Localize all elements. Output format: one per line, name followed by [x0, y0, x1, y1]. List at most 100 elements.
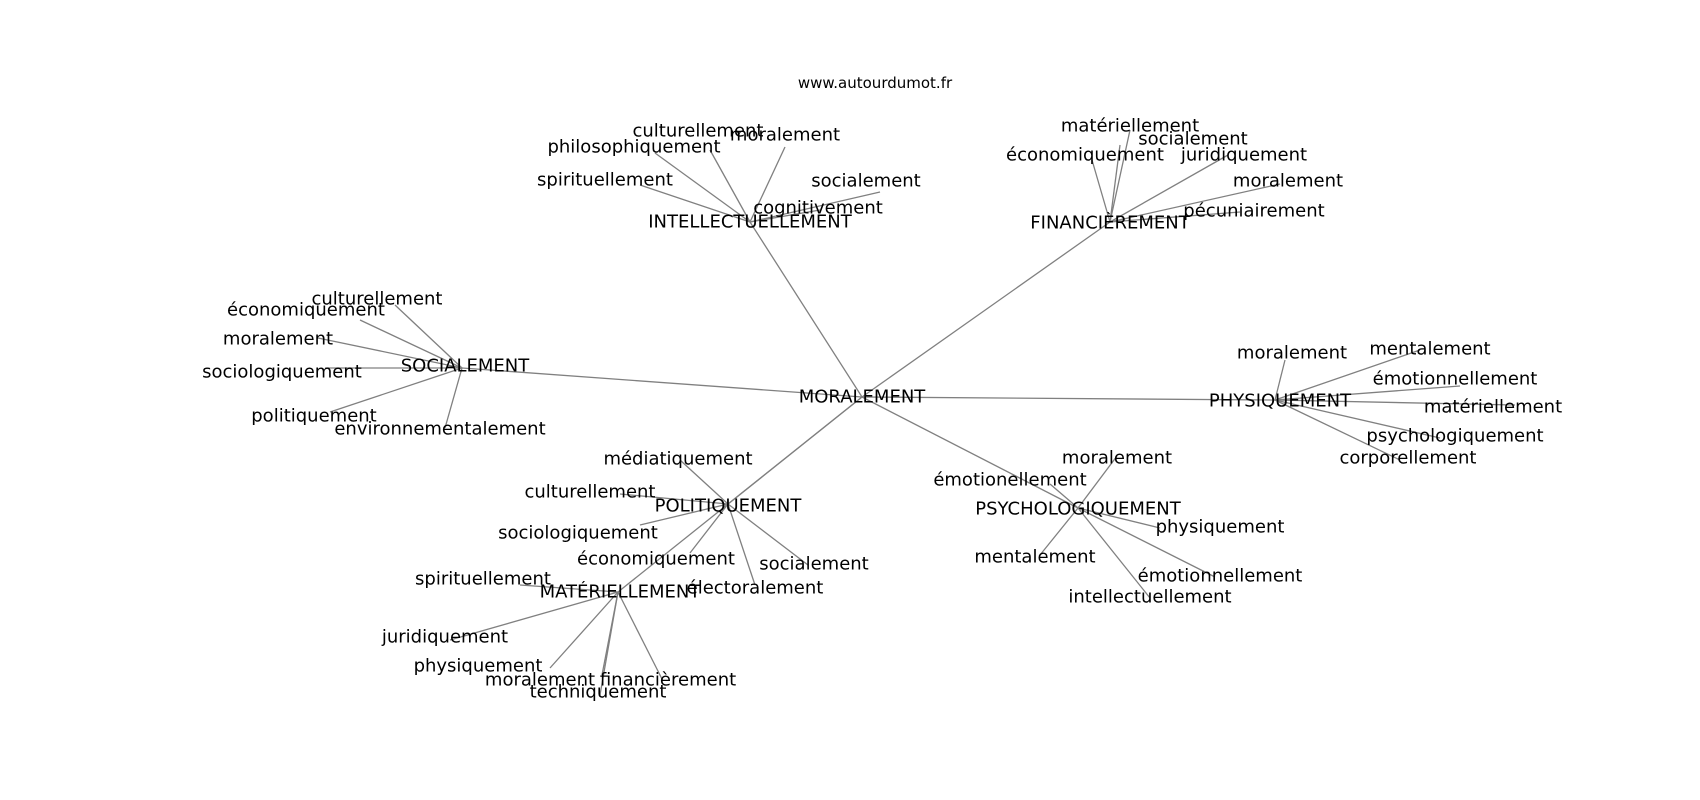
edge-hub-child [1077, 455, 1118, 509]
child-node-label: environnementalement [334, 419, 545, 440]
child-node-label: spirituellement [537, 170, 673, 191]
child-node-label: émotionellement [933, 470, 1086, 491]
child-node-label: socialement [1138, 129, 1247, 150]
edge-hub-child [619, 493, 729, 505]
edge-hub-child [394, 304, 463, 369]
center-node-label: MORALEMENT [799, 387, 927, 408]
child-node-label: matériellement [1424, 397, 1562, 418]
hub-node-label: SOCIALEMENT [401, 356, 531, 377]
hub-node-label: PSYCHOLOGIQUEMENT [975, 499, 1181, 520]
edge-hub-child [689, 503, 729, 554]
edge-hub-child [549, 591, 619, 669]
child-node-label: culturellement [524, 482, 655, 503]
child-node-label: moralement [1233, 171, 1343, 192]
edge-hub-child [1109, 129, 1131, 223]
edge-hub-child [1109, 183, 1281, 223]
edge-hub-child [444, 367, 463, 429]
edge-hub-child [1077, 507, 1216, 578]
edge-hub-child [317, 337, 463, 369]
edge-hub-child [749, 209, 821, 223]
edge-center-hub [617, 396, 863, 593]
edge-hub-child [1049, 483, 1079, 509]
child-node-label: physiquement [414, 656, 543, 677]
child-node-label: politiquement [251, 406, 376, 427]
hub-node-label: MATÉRIELLEMENT [540, 581, 702, 603]
child-node-label: corporellement [1340, 448, 1477, 469]
edge-center-hub [749, 221, 863, 398]
child-node-label: intellectuellement [1068, 587, 1231, 608]
child-node-label: socialement [759, 554, 868, 575]
edge-hub-child [727, 503, 756, 586]
child-node-label: économiquement [227, 300, 385, 321]
child-node-label: mentalement [1369, 339, 1490, 360]
edge-hub-child [1109, 211, 1241, 223]
child-node-label: culturellement [311, 289, 442, 310]
hub-node-label: FINANCIÈREMENT [1030, 212, 1190, 234]
child-node-label: financièrement [600, 670, 736, 691]
edge-hub-child [359, 319, 463, 369]
child-node-label: économiquement [1006, 145, 1164, 166]
edge-hub-child [1274, 385, 1461, 401]
child-node-label: moralement [223, 329, 333, 350]
edge-hub-child [519, 584, 619, 593]
child-node-label: spirituellement [415, 569, 551, 590]
child-node-label: juridiquement [1180, 145, 1307, 166]
edge-hub-child [617, 591, 664, 682]
hub-node-label: INTELLECTUELLEMENT [648, 212, 852, 233]
edge-hub-child [1274, 399, 1401, 461]
edge-hub-child [727, 503, 809, 566]
child-node-label: philosophiquement [547, 137, 720, 158]
edge-hub-child [1109, 154, 1229, 223]
child-node-label: pécuniairement [1183, 201, 1324, 222]
child-node-label: économiquement [577, 549, 735, 570]
child-node-label: cognitivement [753, 198, 883, 219]
edge-hub-child [1109, 144, 1121, 223]
edge-hub-child [679, 459, 729, 505]
child-node-label: moralement [730, 125, 840, 146]
edge-hub-child [1274, 359, 1286, 401]
edge-hub-child [749, 146, 786, 223]
edge-hub-child [749, 191, 881, 223]
child-node-label: émotionnellement [1373, 369, 1538, 390]
child-node-label: moralement [1237, 343, 1347, 364]
edge-hub-child [709, 149, 751, 223]
child-node-label: juridiquement [381, 627, 508, 648]
hub-node-label: POLITIQUEMENT [655, 496, 803, 517]
edge-hub-child [1274, 349, 1421, 401]
edge-hub-child [1077, 507, 1161, 529]
edge-hub-child [654, 152, 751, 223]
edge-hub-child [599, 591, 619, 696]
child-node-label: sociologiquement [498, 523, 658, 544]
child-node-label: médiatiquement [603, 449, 752, 470]
edge-center-hub [861, 396, 1079, 509]
edge-hub-child [639, 184, 751, 223]
graph-edges [317, 129, 1516, 696]
site-label: www.autourdumot.fr [798, 74, 953, 92]
child-node-label: psychologiquement [1366, 426, 1543, 447]
edge-hub-child [329, 367, 463, 413]
child-node-label: matériellement [1061, 116, 1199, 137]
edge-hub-child [639, 503, 729, 526]
edge-hub-child [1274, 399, 1516, 406]
graph-labels: MORALEMENTculturellementmoralementphilos… [202, 116, 1562, 703]
child-node-label: moralement [485, 670, 595, 691]
child-node-label: techniquement [530, 682, 667, 703]
edge-hub-child [1091, 159, 1111, 223]
hub-node-label: PHYSIQUEMENT [1209, 391, 1352, 412]
edge-center-hub [861, 396, 1276, 401]
edge-hub-child [1274, 399, 1441, 439]
child-node-label: socialement [811, 171, 920, 192]
child-node-label: physiquement [1156, 517, 1285, 538]
child-node-label: électoralement [687, 578, 824, 599]
edge-center-hub [461, 367, 863, 398]
child-node-label: culturellement [632, 121, 763, 142]
edge-center-hub [861, 221, 1111, 398]
edge-hub-child [1077, 507, 1151, 599]
child-node-label: moralement [1062, 448, 1172, 469]
child-node-label: émotionnellement [1138, 566, 1303, 587]
child-node-label: sociologiquement [202, 362, 362, 383]
child-node-label: mentalement [974, 547, 1095, 568]
edge-hub-child [449, 591, 619, 641]
edge-hub-child [1039, 507, 1079, 556]
